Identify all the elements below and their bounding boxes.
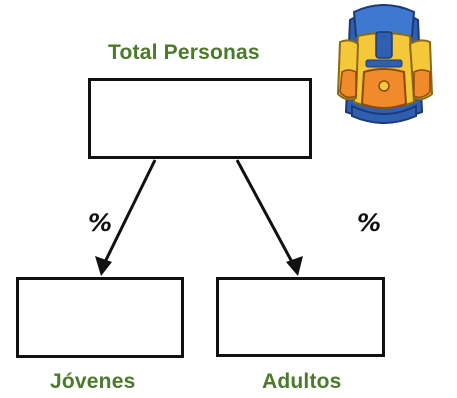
arrow-to-adultos: [235, 159, 294, 263]
adultos-percent-label: %: [357, 209, 382, 237]
arrowhead-adultos: [286, 256, 303, 276]
arrow-to-jovenes: [103, 159, 157, 263]
arrowhead-jovenes: [95, 256, 112, 276]
jovenes-box: [16, 277, 184, 358]
total-personas-label: Total Personas: [108, 41, 260, 64]
total-personas-box: [88, 78, 312, 159]
adultos-box: [216, 277, 385, 357]
adultos-label: Adultos: [262, 370, 342, 393]
jovenes-label: Jóvenes: [50, 370, 136, 393]
backpack-icon: [336, 4, 434, 124]
jovenes-percent-label: %: [88, 209, 113, 237]
